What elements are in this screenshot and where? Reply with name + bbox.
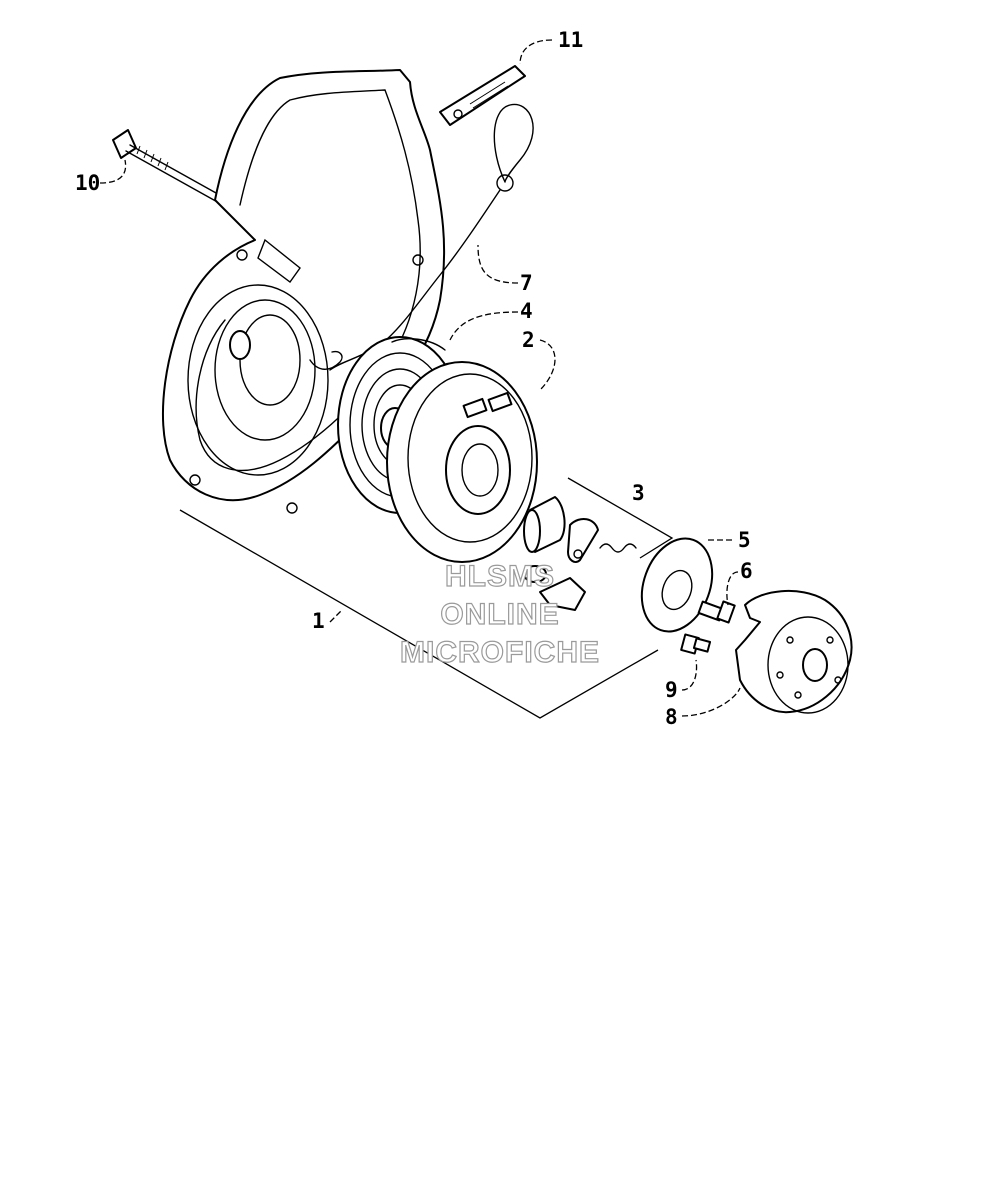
part-2-pulley bbox=[386, 361, 538, 563]
part-9-bolt bbox=[680, 633, 712, 655]
callout-2: 2 bbox=[522, 328, 535, 352]
leader-8 bbox=[681, 687, 741, 717]
watermark-line-1: HLSMS bbox=[444, 559, 555, 593]
leader-9 bbox=[681, 659, 698, 691]
callout-9: 9 bbox=[665, 678, 678, 702]
watermark-line-2: ONLINE bbox=[440, 597, 560, 631]
callout-8: 8 bbox=[665, 705, 678, 729]
bracket-part-1 bbox=[179, 509, 659, 719]
leader-11 bbox=[519, 39, 553, 65]
leader-6 bbox=[726, 571, 739, 606]
leader-2 bbox=[539, 339, 556, 391]
part-11-plate bbox=[439, 65, 526, 126]
part-7-rope bbox=[329, 103, 534, 371]
bracket-part-3 bbox=[567, 477, 674, 559]
part-5-plate bbox=[640, 537, 714, 633]
leader-7 bbox=[477, 244, 519, 284]
callout-7: 7 bbox=[520, 271, 533, 295]
leader-10 bbox=[99, 159, 127, 184]
callout-10: 10 bbox=[75, 171, 100, 195]
leader-4 bbox=[449, 311, 519, 341]
part-6-bolt bbox=[697, 600, 736, 624]
callout-3: 3 bbox=[632, 481, 645, 505]
callout-11: 11 bbox=[558, 28, 583, 52]
part-8-starter-cup bbox=[735, 589, 853, 714]
callout-4: 4 bbox=[520, 299, 533, 323]
leader-1 bbox=[329, 609, 343, 623]
callout-1: 1 bbox=[312, 609, 325, 633]
callout-5: 5 bbox=[738, 528, 751, 552]
part-3-pawl-set bbox=[523, 496, 637, 611]
callout-6: 6 bbox=[740, 559, 753, 583]
part-10-bolt bbox=[112, 129, 226, 205]
watermark-line-3: MICROFICHE bbox=[399, 635, 600, 669]
